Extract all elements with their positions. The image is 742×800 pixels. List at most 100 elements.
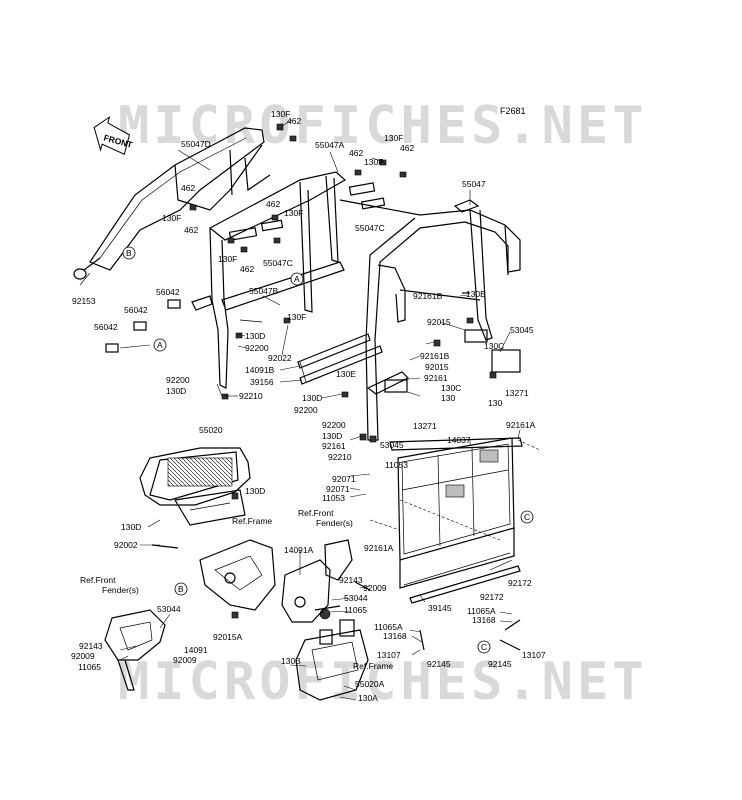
part-label: 53045 <box>510 325 534 335</box>
part-label: 92172 <box>480 592 504 602</box>
callout-c: C <box>524 512 530 522</box>
part-label: 56042 <box>124 305 148 315</box>
dashed-refs <box>369 439 541 541</box>
part-label: 130 <box>488 398 502 408</box>
part-label: 130D <box>322 431 342 441</box>
bolt-icon <box>273 237 281 244</box>
part-label: 55047C <box>263 258 293 268</box>
callout-c-circle <box>520 510 534 524</box>
bolt-icon <box>231 492 239 500</box>
part-label: 92143 <box>339 575 363 585</box>
part-label: 56042 <box>94 322 118 332</box>
part-label: 130F <box>384 133 403 143</box>
part-label: 14037 <box>447 435 471 445</box>
part-label: 13168 <box>472 615 496 625</box>
part-label: 130A <box>358 693 378 703</box>
callout-c-2: C <box>481 642 487 652</box>
front-arrow: FRONT <box>93 115 134 155</box>
part-label: 462 <box>349 148 363 158</box>
part-label: 92153 <box>72 296 96 306</box>
part-label: 92015 <box>427 317 451 327</box>
part-label: 130C <box>484 341 504 351</box>
part-label: 130D <box>302 393 322 403</box>
part-label: 462 <box>240 264 254 274</box>
part-label: 92161 <box>424 373 448 383</box>
part-label: 130B <box>281 656 301 666</box>
leader-lines <box>79 119 521 701</box>
part-label: 56042 <box>156 287 180 297</box>
part-label: 11065 <box>344 605 367 615</box>
callout-a-circle <box>290 272 304 286</box>
part-label: 55047B <box>249 286 279 296</box>
callout-b-2: B <box>178 584 184 594</box>
part-label: 92161B <box>420 351 450 361</box>
bolt-icon <box>276 123 284 131</box>
bolt-icon <box>240 246 248 253</box>
part-label: 11065A <box>467 606 496 616</box>
part-label: 53044 <box>344 593 368 603</box>
part-label: 92143 <box>79 641 103 651</box>
part-label: 92009 <box>173 655 197 665</box>
part-label: 55047D <box>181 139 211 149</box>
part-label: Ref.Front <box>80 575 116 585</box>
part-label: 14091A <box>284 545 314 555</box>
rear-net-panel <box>397 437 521 604</box>
bolt-icon <box>466 317 474 324</box>
part-label: 92015A <box>213 632 243 642</box>
part-label: 14091B <box>245 365 275 375</box>
fender-bracket-14091a <box>281 539 353 623</box>
part-label: 92145 <box>427 659 451 669</box>
bolt-icon <box>227 237 235 244</box>
front-mount-bracket <box>199 539 276 611</box>
part-label: 55047A <box>315 140 345 150</box>
part-label: 11053 <box>385 460 408 470</box>
bolt-icon <box>235 332 243 339</box>
part-label: 130D <box>245 486 265 496</box>
part-label: 130D <box>166 386 186 396</box>
bolt-icon <box>341 391 349 398</box>
part-label: 92210 <box>328 452 352 462</box>
part-label: 92161 <box>322 441 346 451</box>
part-label: 92145 <box>488 659 512 669</box>
bolt-icon <box>283 317 291 324</box>
part-label: 55020A <box>355 679 385 689</box>
watermark-bottom: MICROFICHES.NET <box>118 652 648 712</box>
part-label: 39156 <box>250 377 274 387</box>
part-label: 130F <box>284 208 303 218</box>
roll-cage-right-hoop <box>339 199 521 441</box>
front-fender-left <box>104 609 166 691</box>
part-labels: 55047D 130F 462 55047A 130F 462 462 130F… <box>71 109 546 703</box>
part-label: 130F <box>162 213 181 223</box>
part-label: 92002 <box>114 540 138 550</box>
bolt-icon <box>231 611 239 619</box>
part-label: Fender(s) <box>102 585 139 595</box>
part-label: 92200 <box>245 343 269 353</box>
part-label: 92210 <box>239 391 263 401</box>
watermark-top: MICROFICHES.NET <box>118 96 648 156</box>
bolt-icon <box>399 171 407 178</box>
part-label: 130F <box>271 109 290 119</box>
pins <box>151 292 521 651</box>
bolt-icon <box>354 169 362 176</box>
part-label: 92071 <box>326 484 350 494</box>
nut-icon <box>319 608 331 620</box>
part-label: 130 <box>441 393 455 403</box>
mount-brackets <box>228 182 521 393</box>
bolt-icon <box>189 204 197 211</box>
part-label: Ref.Frame <box>232 516 272 526</box>
lower-mount-55020a <box>295 619 369 701</box>
part-label: 13107 <box>377 650 401 660</box>
part-label: 13107 <box>522 650 546 660</box>
part-label: Fender(s) <box>316 518 353 528</box>
callout-b: B <box>126 248 132 258</box>
part-label: 92161A <box>364 543 394 553</box>
part-label: 462 <box>184 225 198 235</box>
part-label: 13168 <box>383 631 407 641</box>
part-label: 92200 <box>166 375 190 385</box>
part-label: 55047C <box>355 223 385 233</box>
part-label: 55047 <box>462 179 486 189</box>
part-label: 462 <box>181 183 195 193</box>
part-label: 130F <box>287 312 306 322</box>
